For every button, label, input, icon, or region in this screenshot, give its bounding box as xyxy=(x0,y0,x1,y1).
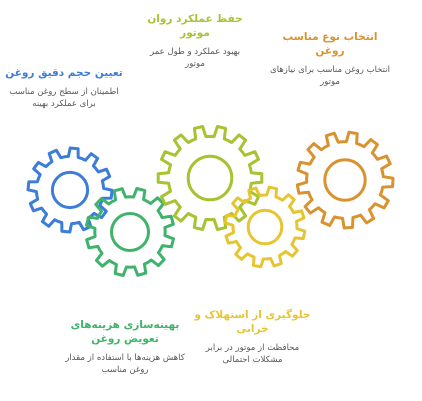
gear-green-icon xyxy=(85,187,175,277)
gear-green-hub xyxy=(110,212,150,252)
label-select: انتخاب نوع مناسب روغن انتخاب روغن مناسب … xyxy=(270,30,390,88)
gear-green-outline xyxy=(85,187,175,277)
label-smooth: حفظ عملکرد روان موتور بهبود عملکرد و طول… xyxy=(140,12,250,70)
gear-yellow-outline xyxy=(223,185,307,269)
sizing-title: تعیین حجم دقیق روغن xyxy=(5,67,123,79)
gear-blue-outline xyxy=(26,146,114,234)
gear-blue-icon xyxy=(26,146,114,234)
prevent-title: جلوگیری از استهلاک و خرابی xyxy=(194,309,311,335)
gear-blue-hub xyxy=(50,170,90,210)
cost-title: بهینه‌سازی هزینه‌های تعویض روغن xyxy=(70,319,180,345)
prevent-desc: محافظت از موتور در برابر مشکلات احتمالی xyxy=(205,343,300,365)
select-title: انتخاب نوع مناسب روغن xyxy=(282,31,378,57)
label-sizing: تعیین حجم دقیق روغن اطمینان از سطح روغن … xyxy=(2,66,126,110)
label-cost: بهینه‌سازی هزینه‌های تعویض روغن کاهش هزی… xyxy=(60,318,190,376)
cost-desc: کاهش هزینه‌ها با استفاده از مقدار روغن م… xyxy=(65,353,185,375)
gear-yellow-icon xyxy=(223,185,307,269)
gear-orange-icon xyxy=(295,130,395,230)
gear-yellow-hub xyxy=(246,208,284,246)
sizing-desc: اطمینان از سطح روغن مناسب برای عملکرد به… xyxy=(9,87,119,109)
gear-orange-hub xyxy=(323,158,367,202)
smooth-desc: بهبود عملکرد و طول عمر موتور xyxy=(150,47,240,69)
smooth-title: حفظ عملکرد روان موتور xyxy=(147,13,243,39)
select-desc: انتخاب روغن مناسب برای نیازهای موتور xyxy=(270,65,390,87)
gear-olive-icon xyxy=(156,125,264,231)
gear-olive-hub xyxy=(186,154,234,202)
gear-orange-outline xyxy=(295,130,395,230)
label-prevent: جلوگیری از استهلاک و خرابی محافظت از موت… xyxy=(190,308,315,366)
gear-olive-outline xyxy=(156,125,264,231)
